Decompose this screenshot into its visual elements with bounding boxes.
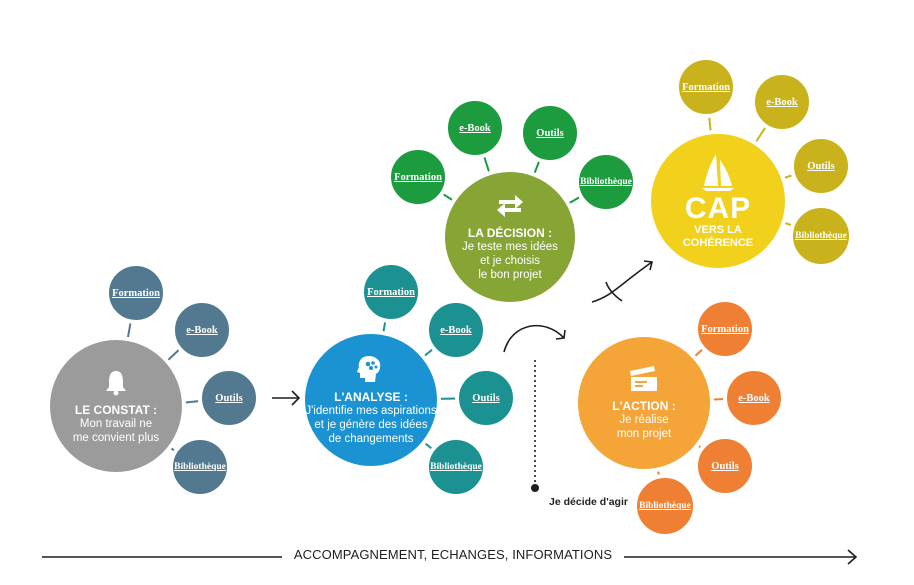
sailboat-icon: [702, 154, 734, 191]
analyse-outils-node: Outils: [455, 367, 517, 429]
action-bibliotheque-link[interactable]: Bibliothèque: [639, 501, 691, 511]
decide-label: Je décide d'agir: [549, 496, 628, 508]
bottom-arrow: [42, 549, 858, 565]
action-ebook-node: e-Book: [723, 367, 785, 429]
cap-bibliotheque-link[interactable]: Bibliothèque: [795, 231, 847, 241]
constat-main-node: LE CONSTAT : Mon travail ne me convient …: [46, 336, 186, 476]
constat-title: LE CONSTAT :: [74, 403, 158, 417]
bottom-label: ACCOMPAGNEMENT, ECHANGES, INFORMATIONS: [283, 547, 623, 562]
decision-bibliotheque-node: Bibliothèque: [575, 151, 637, 213]
analyse-main-node: L'ANALYSE : J'identifie mes aspirations …: [301, 330, 441, 470]
action-title: L'ACTION :: [612, 399, 676, 413]
swap-arrows-icon: [497, 195, 523, 217]
analyse-formation-link[interactable]: Formation: [367, 286, 415, 298]
decision-ebook-node: e-Book: [444, 97, 506, 159]
decision-main-node: LA DÉCISION : Je teste mes idées et je c…: [441, 168, 579, 306]
action-main-node: L'ACTION : Je réalise mon projet: [574, 333, 714, 473]
constat-ebook-node: e-Book: [171, 299, 233, 361]
decision-desc-1: Je teste mes idées: [462, 241, 558, 253]
action-formation-link[interactable]: Formation: [701, 323, 749, 335]
cap-ebook-node: e-Book: [751, 71, 813, 133]
cap-formation-node: Formation: [675, 56, 737, 118]
cap-formation-link[interactable]: Formation: [682, 81, 730, 93]
analyse-outils-link[interactable]: Outils: [472, 392, 500, 404]
constat-bibliotheque-link[interactable]: Bibliothèque: [174, 462, 226, 472]
constat-desc-2: me convient plus: [72, 432, 160, 444]
analyse-formation-node: Formation: [360, 261, 422, 323]
cap-sub-1: VERS LA: [694, 224, 742, 236]
arrow-decision-to-cap: [591, 260, 653, 303]
decision-formation-link[interactable]: Formation: [394, 171, 442, 183]
decision-ebook-link[interactable]: e-Book: [459, 122, 491, 134]
cap-bibliotheque-node: Bibliothèque: [789, 204, 853, 268]
decision-outils-link[interactable]: Outils: [536, 127, 564, 139]
constat-formation-node: Formation: [105, 262, 167, 324]
action-outils-node: Outils: [694, 435, 756, 497]
cap-main-node: CAP VERS LA COHÉRENCE: [647, 130, 789, 272]
action-bibliotheque-node: Bibliothèque: [633, 474, 697, 538]
decision-dotted-line: [531, 360, 539, 492]
decision-desc-3: le bon projet: [478, 269, 542, 281]
analyse-title: L'ANALYSE :: [334, 390, 408, 404]
cap-outils-node: Outils: [790, 135, 852, 197]
action-ebook-link[interactable]: e-Book: [738, 392, 770, 404]
constat-formation-link[interactable]: Formation: [112, 287, 160, 299]
constat-outils-node: Outils: [198, 367, 260, 429]
head-ideas-icon: [357, 356, 381, 382]
arrow-constat-to-analyse: [272, 390, 301, 406]
analyse-ebook-link[interactable]: e-Book: [440, 324, 472, 336]
analyse-bibliotheque-node: Bibliothèque: [425, 436, 487, 498]
action-desc-2: mon projet: [616, 428, 672, 440]
constat-ebook-link[interactable]: e-Book: [186, 324, 218, 336]
decision-formation-node: Formation: [387, 146, 449, 208]
decision-bibliotheque-link[interactable]: Bibliothèque: [580, 177, 632, 187]
decision-desc-2: et je choisis: [479, 255, 541, 267]
decision-outils-node: Outils: [519, 102, 581, 164]
arrow-analyse-to-action: [503, 324, 566, 353]
cap-sub-2: COHÉRENCE: [682, 237, 754, 249]
decision-title: LA DÉCISION :: [467, 226, 553, 240]
cap-title: CAP: [684, 192, 752, 225]
constat-bibliotheque-node: Bibliothèque: [169, 436, 231, 498]
constat-desc-1: Mon travail ne: [79, 418, 153, 430]
cap-ebook-link[interactable]: e-Book: [766, 96, 798, 108]
action-desc-1: Je réalise: [619, 414, 669, 426]
clapperboard-icon: [630, 366, 657, 391]
analyse-desc-3: de changements: [328, 433, 414, 445]
action-outils-link[interactable]: Outils: [711, 460, 739, 472]
analyse-ebook-node: e-Book: [425, 299, 487, 361]
analyse-desc-1: J'identifie mes aspirations: [305, 405, 437, 417]
bell-icon: [106, 371, 126, 396]
constat-outils-link[interactable]: Outils: [215, 392, 243, 404]
cap-outils-link[interactable]: Outils: [807, 160, 835, 172]
analyse-bibliotheque-link[interactable]: Bibliothèque: [430, 462, 482, 472]
analyse-desc-2: et je génère des idées: [314, 419, 428, 431]
action-formation-node: Formation: [694, 298, 756, 360]
